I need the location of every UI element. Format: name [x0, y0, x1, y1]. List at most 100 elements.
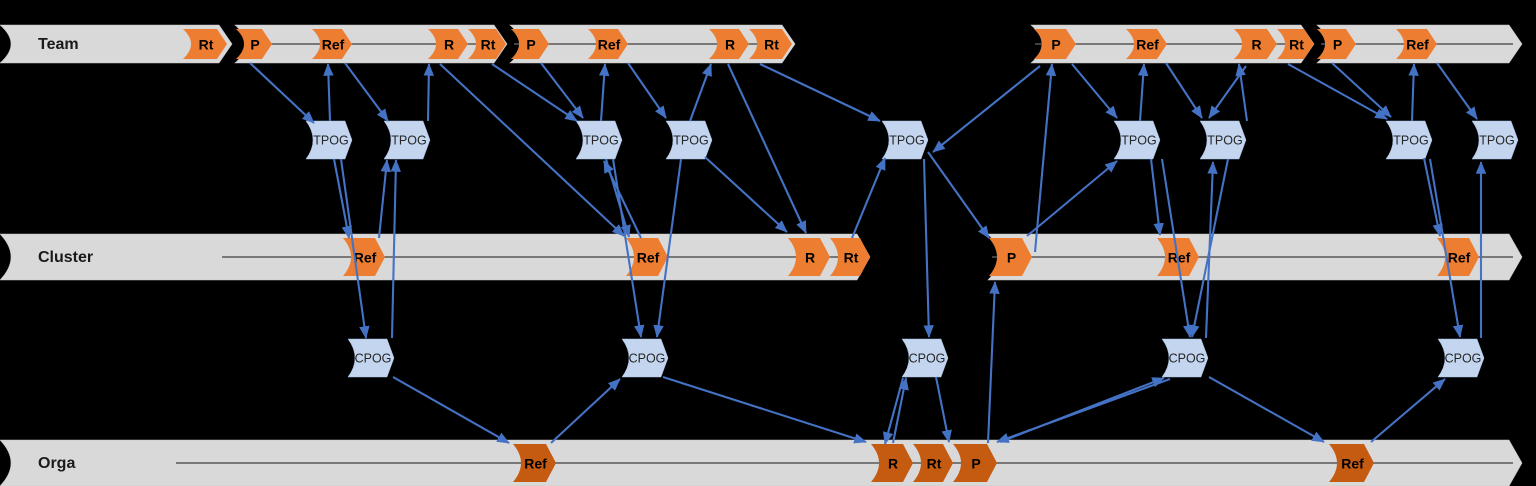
lane-team-label: Team: [38, 36, 79, 53]
event-label: Rt: [764, 37, 779, 53]
event-r-team: [1234, 29, 1277, 59]
event-ref-orga: [1329, 444, 1374, 482]
flow-arrow: [927, 151, 990, 239]
flow-arrow: [932, 65, 1041, 153]
tpog-label: TPOG: [1207, 134, 1242, 148]
tpog-node: [305, 120, 353, 160]
event-label: R: [888, 456, 898, 472]
event-ref-orga: [513, 444, 556, 482]
tpog-node: [575, 120, 623, 160]
flow-arrows-layer: [249, 62, 1487, 445]
event-rt-team: [183, 29, 227, 59]
tpog-label: TPOG: [889, 134, 924, 148]
flow-arrow: [603, 160, 642, 239]
cpog-label: CPOG: [909, 352, 946, 366]
event-label: Rt: [1289, 37, 1304, 53]
event-p-team: [1317, 29, 1356, 59]
flow-arrow: [439, 63, 625, 237]
event-p-cluster: [989, 238, 1032, 276]
flow-arrow: [377, 159, 392, 239]
flow-arrow: [1165, 62, 1203, 119]
flow-arrow: [611, 158, 645, 338]
cpog-node: [621, 338, 669, 378]
flow-arrow: [653, 158, 683, 338]
cpog-node: [1161, 338, 1209, 378]
event-label: P: [1333, 37, 1342, 53]
event-p-team: [236, 29, 272, 59]
flow-arrow: [986, 281, 1000, 444]
event-rt-cluster: [830, 238, 870, 276]
event-p-team: [511, 29, 549, 59]
flow-arrow: [423, 63, 435, 122]
tpog-label: TPOG: [391, 134, 426, 148]
flow-arrow: [1026, 160, 1118, 237]
cpog-label: CPOG: [629, 352, 666, 366]
cpog-node: [347, 338, 395, 378]
event-label: Ref: [637, 250, 660, 266]
event-label: R: [444, 37, 454, 53]
flow-arrow: [851, 157, 886, 239]
flow-arrow: [390, 159, 401, 339]
tpog-label: TPOG: [1121, 134, 1156, 148]
tpog-label: TPOG: [313, 134, 348, 148]
tpog-node: [383, 120, 431, 160]
flow-arrow: [934, 376, 952, 443]
flow-arrow: [344, 62, 389, 122]
lane-orga-label: Orga: [38, 455, 75, 472]
tpog-node: [881, 120, 929, 160]
event-label: Rt: [481, 37, 496, 53]
flow-arrow: [598, 63, 610, 122]
flow-arrow: [891, 377, 909, 444]
event-rt-team: [1277, 29, 1314, 59]
flow-arrow: [1408, 63, 1419, 122]
flow-arrow: [1137, 63, 1149, 122]
flow-arrow: [249, 62, 315, 124]
event-label: Ref: [1406, 37, 1429, 53]
flow-arrow: [689, 63, 712, 122]
tpog-node: [665, 120, 713, 160]
event-r-team: [709, 29, 749, 59]
flow-arrow: [627, 62, 667, 119]
flow-arrow: [704, 156, 788, 233]
event-label: R: [725, 37, 735, 53]
event-label: P: [1007, 250, 1016, 266]
flow-arrow: [1428, 158, 1464, 338]
flow-arrow: [1071, 63, 1118, 119]
event-ref-team: [1396, 29, 1437, 59]
event-label: Ref: [598, 37, 621, 53]
event-p-orga: [953, 444, 997, 482]
flow-arrow: [1208, 376, 1325, 443]
flow-arrow: [727, 63, 807, 234]
cpog-label: CPOG: [1169, 352, 1206, 366]
flow-arrow: [1208, 65, 1247, 119]
event-ref-team: [312, 29, 352, 59]
flow-arrow: [1331, 62, 1392, 118]
flow-arrow: [332, 158, 352, 239]
flow-arrow: [1370, 378, 1446, 443]
event-rt-orga: [913, 444, 953, 482]
event-label: R: [805, 250, 815, 266]
lane-cluster-label: Cluster: [38, 249, 93, 266]
tpog-label: TPOG: [1393, 134, 1428, 148]
event-label: P: [526, 37, 535, 53]
event-ref-team: [588, 29, 628, 59]
flow-arrow: [323, 63, 334, 122]
event-label: Ref: [524, 456, 547, 472]
event-label: Ref: [354, 250, 377, 266]
tpog-node: [1471, 120, 1519, 160]
cpog-node: [901, 338, 949, 378]
cpog-label: CPOG: [1445, 352, 1482, 366]
tpog-node: [1199, 120, 1247, 160]
event-r-team: [428, 29, 468, 59]
event-rt-team: [749, 29, 792, 59]
flow-arrow: [540, 62, 584, 119]
tpog-label: TPOG: [583, 134, 618, 148]
flow-arrow: [883, 377, 905, 445]
event-ref-team: [1126, 29, 1167, 59]
tpog-node: [1385, 120, 1433, 160]
event-label: Ref: [322, 37, 345, 53]
flow-arrow: [759, 63, 881, 122]
flow-arrow: [662, 376, 867, 444]
